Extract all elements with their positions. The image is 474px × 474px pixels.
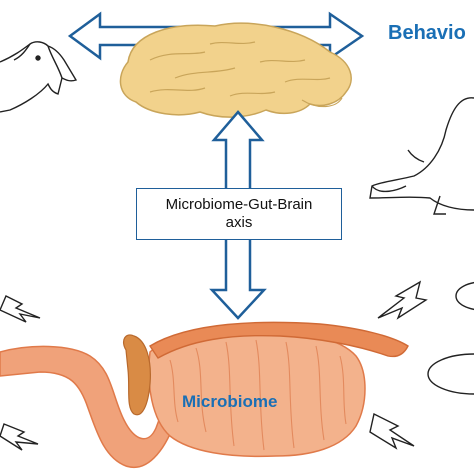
left-upper-bolt xyxy=(0,295,41,323)
behavior-label: Behavio xyxy=(388,22,466,44)
axis-label-box: Microbiome-Gut-Brain axis xyxy=(136,188,342,240)
right-upper-oval xyxy=(455,281,474,311)
brain-illustration xyxy=(119,22,352,118)
axis-label-line1: Microbiome-Gut-Brain xyxy=(165,196,313,213)
gut-illustration xyxy=(0,321,409,469)
right-lower-oval xyxy=(427,353,474,395)
microbiome-label: Microbiome xyxy=(182,392,278,411)
lying-dog-sketch xyxy=(369,97,474,215)
right-upper-bolt xyxy=(377,280,428,320)
right-lower-bolt xyxy=(369,412,415,450)
dog-sketch xyxy=(0,41,78,113)
left-lower-bolt xyxy=(0,423,39,451)
axis-label-line2: axis xyxy=(225,214,253,231)
